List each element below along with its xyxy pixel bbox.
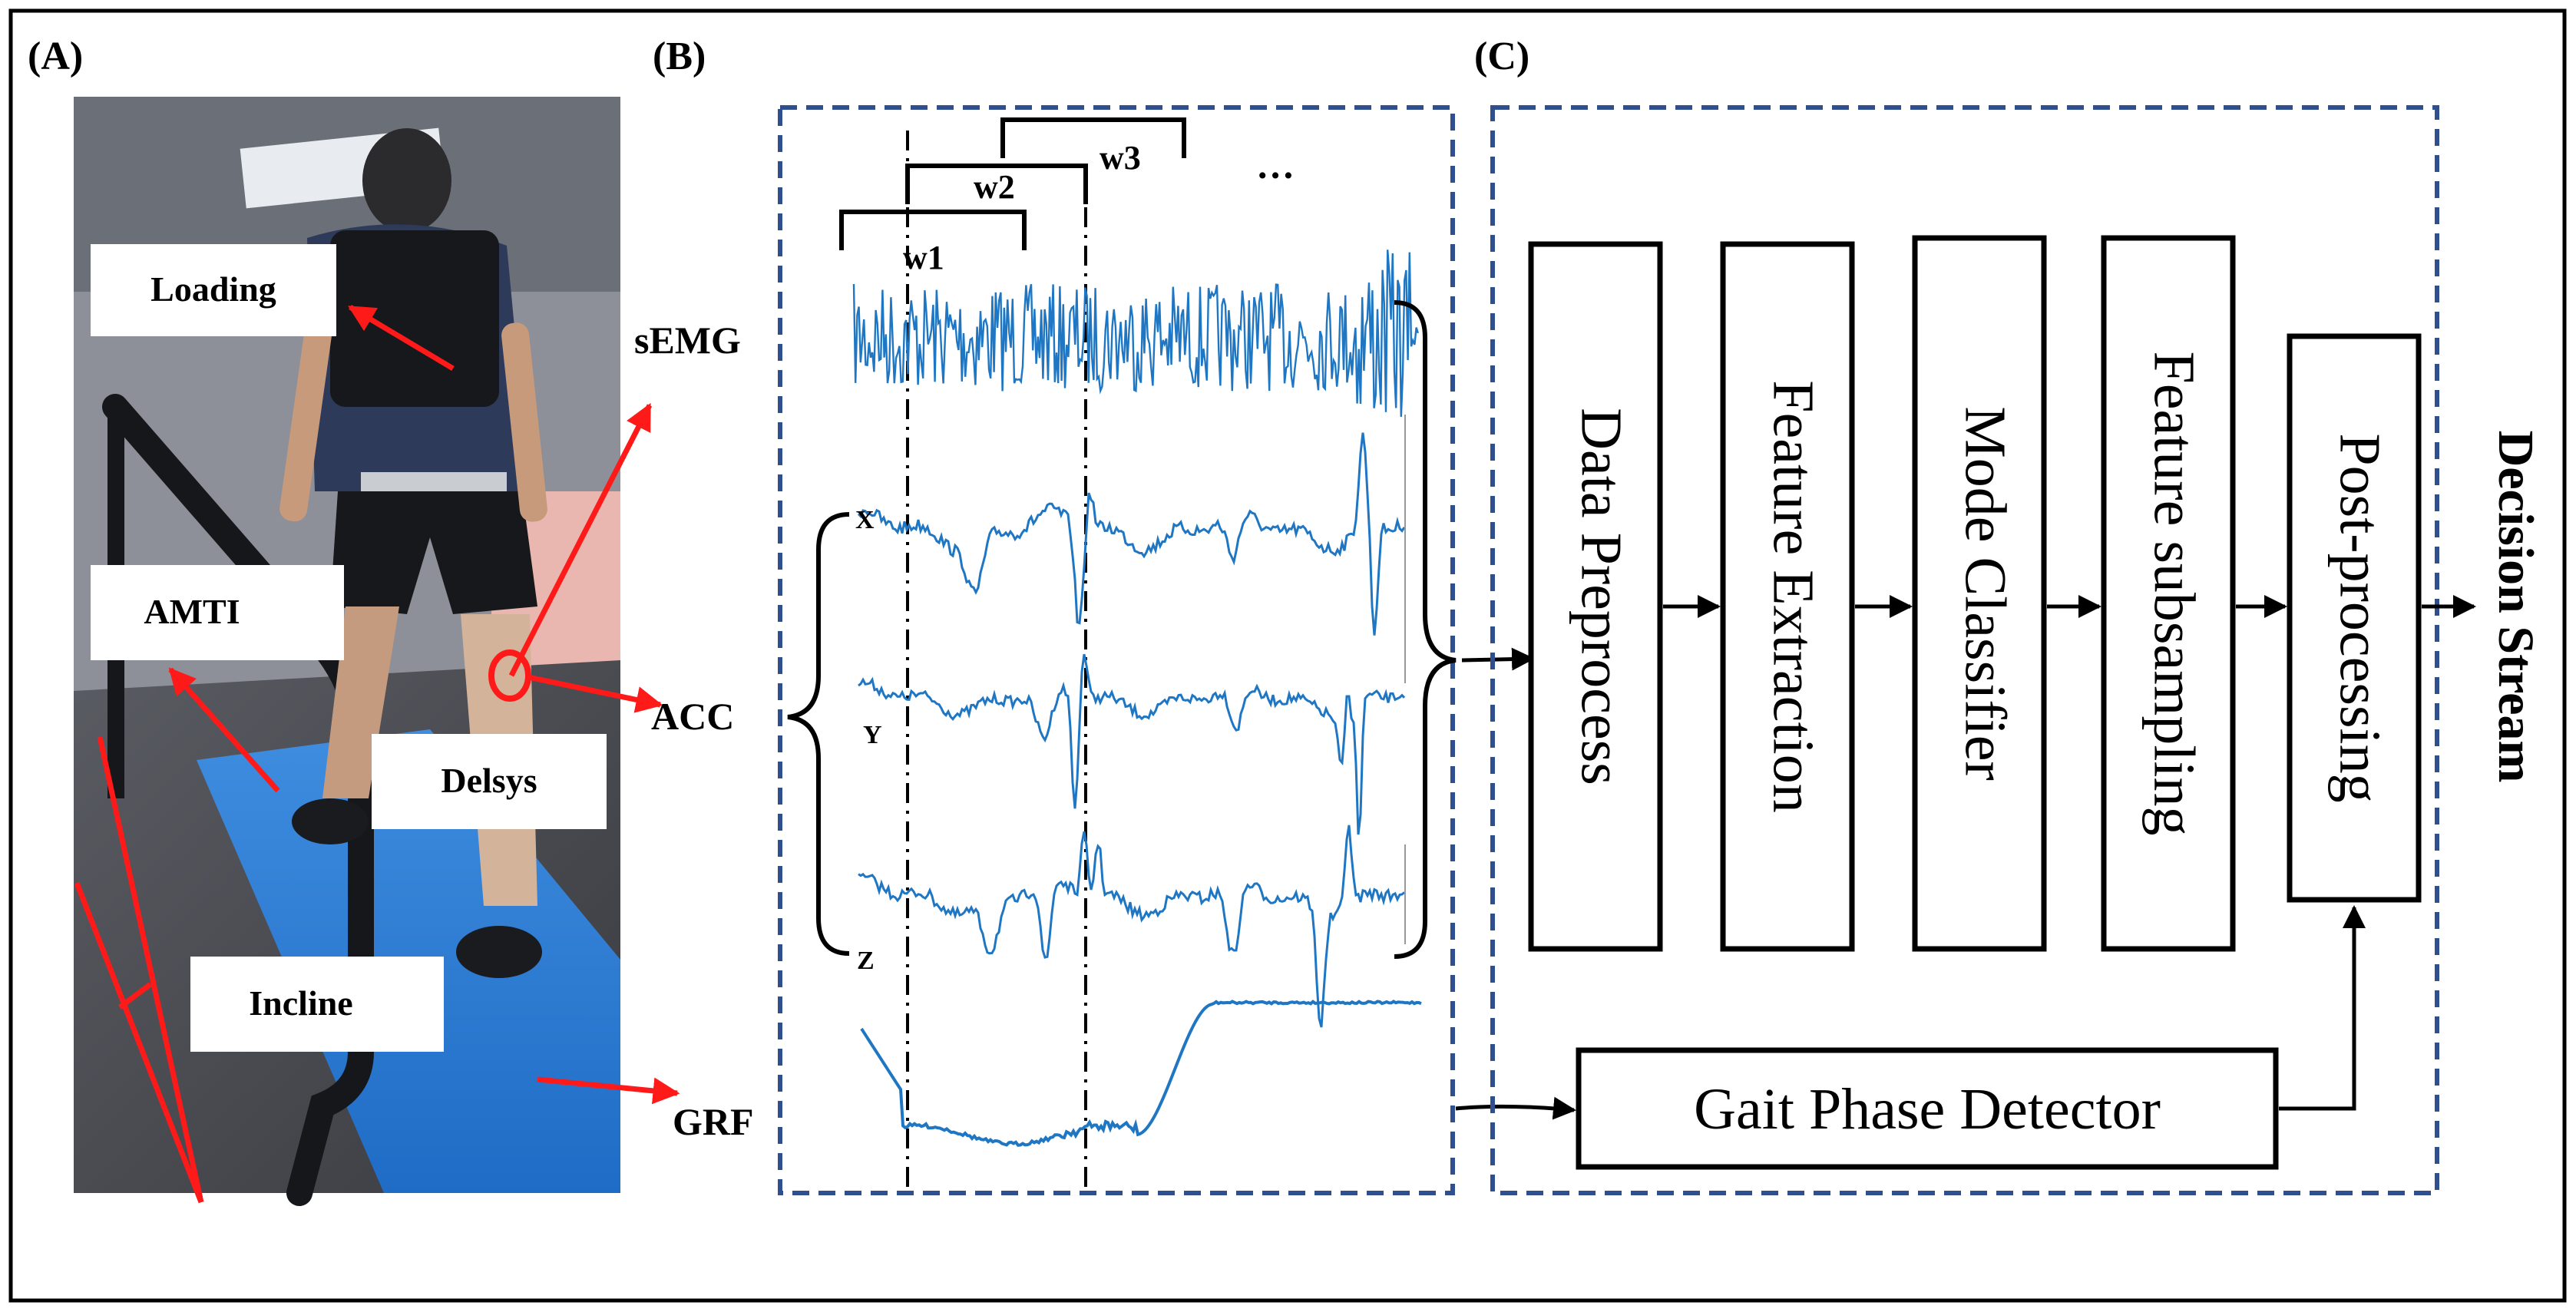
gait-phase-detector-label: Gait Phase Detector [1694, 1077, 2161, 1142]
panel-c-label: (C) [1474, 35, 1529, 78]
feature-extraction-block [1720, 241, 1855, 952]
mode-classifier-block [1912, 235, 2047, 952]
window-label-w3: w3 [1100, 139, 1141, 177]
incline-tick [117, 982, 153, 1010]
decision-stream-label: Decision Stream [2488, 431, 2544, 783]
incline-line-2 [74, 881, 204, 1204]
acc-label: ACC [651, 695, 734, 738]
window-label-w2: w2 [974, 168, 1015, 206]
window-bracket-w3 [1000, 117, 1186, 158]
weight-vest [330, 230, 499, 407]
incline-line-1 [97, 736, 204, 1203]
grf-trace [860, 1000, 1422, 1147]
window-ellipsis: … [1256, 144, 1295, 187]
outer-frame [8, 8, 2567, 1303]
acc-y-trace [858, 653, 1406, 835]
delsys-label-box [372, 734, 607, 829]
mode-classifier-label: Mode Classifier [1953, 406, 2018, 781]
acc-axis-z-label: Z [857, 947, 875, 975]
acc-x-trace [857, 432, 1406, 636]
right-shoe [456, 926, 542, 978]
data-preprocess-label: Data Preprocess [1569, 408, 1634, 785]
person-shorts [330, 491, 537, 614]
grf-label: GRF [673, 1100, 754, 1143]
photo-panel: Loading AMTI Delsys Incline [74, 97, 620, 1206]
incline-label-box [190, 957, 444, 1052]
left-shoe [292, 798, 369, 844]
acc-z-trace [858, 825, 1405, 1028]
acc-axis-x-label: X [855, 506, 875, 534]
amti-arrow [168, 667, 280, 793]
acc-left-brace [787, 512, 850, 956]
semg-label: sEMG [634, 319, 741, 362]
grf-to-gait-arrow [1455, 1096, 1576, 1120]
gait-phase-detector-block [1576, 1047, 2279, 1170]
semg-trace [852, 250, 1419, 417]
delsys-sensor-marker [488, 649, 531, 702]
window-label-w1: w1 [903, 239, 944, 276]
acc-link-arrow [527, 674, 663, 713]
feature-subsampling-label: Feature subsampling [2142, 351, 2207, 835]
loading-label: Loading [150, 269, 276, 309]
arrow-gait-to-postprocess [2279, 905, 2366, 1111]
amti-label-box [91, 565, 344, 660]
window-bracket-w1 [839, 210, 1027, 250]
loading-label-box [91, 244, 336, 336]
panel-a-label: (A) [28, 35, 83, 78]
data-preprocess-block [1528, 241, 1663, 952]
semg-link-arrow [508, 402, 653, 677]
person-head [362, 128, 451, 233]
feature-extraction-label: Feature Extraction [1761, 380, 1826, 812]
acc-axis-y-label: Y [863, 721, 882, 749]
post-processing-label: Post-processing [2328, 433, 2392, 802]
signals-right-brace [1394, 300, 1457, 959]
amti-label: AMTI [144, 592, 240, 631]
pipeline-panel-border [1490, 105, 2439, 1195]
brace-to-preprocess-arrow [1461, 647, 1535, 671]
panel-b-label: (B) [653, 35, 706, 78]
grf-link-arrow [537, 1076, 680, 1105]
feature-subsampling-block [2101, 235, 2236, 952]
pipeline-blocks: Data Preprocess Feature Extraction Mode … [1528, 235, 2422, 1170]
delsys-label: Delsys [441, 761, 537, 800]
signals-panel-border [778, 105, 1455, 1195]
incline-label: Incline [249, 983, 352, 1023]
post-processing-block [2287, 333, 2422, 903]
loading-arrow [347, 304, 455, 372]
